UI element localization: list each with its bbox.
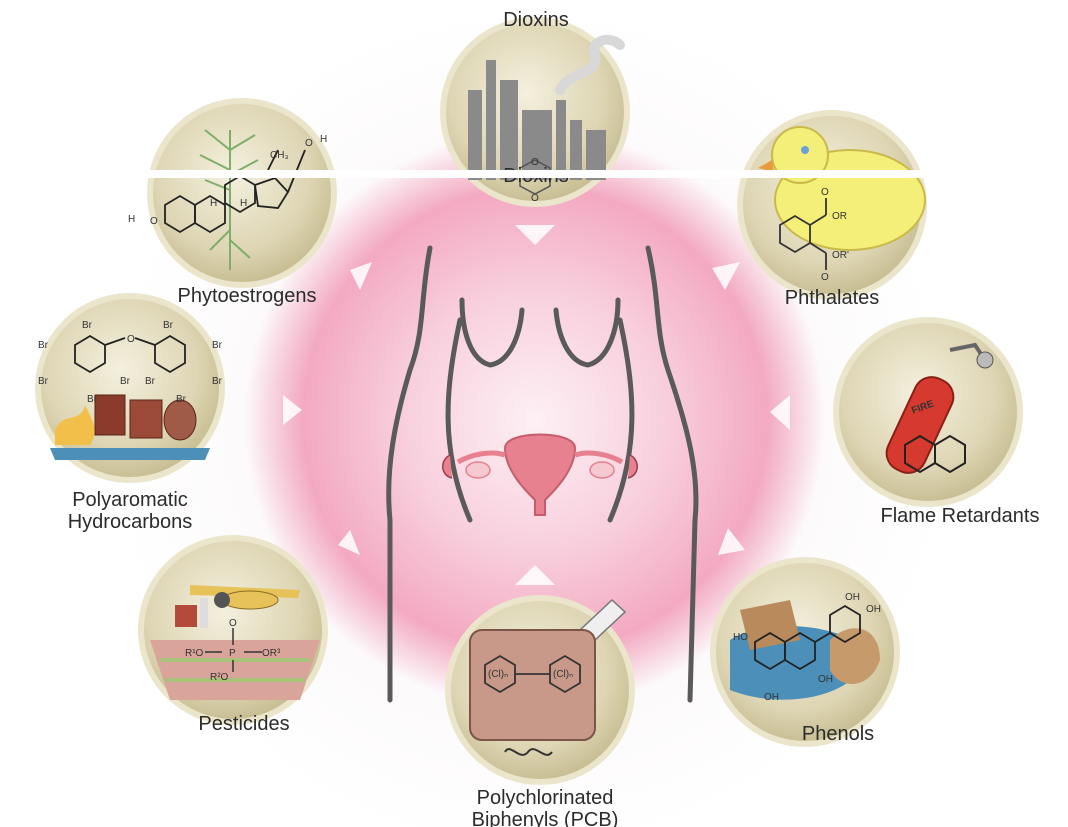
pah-br-6: Br [212, 376, 223, 387]
pcb-label-line2: Biphenyls (PCB) [472, 809, 619, 827]
phyto-h-mid2: H [210, 198, 217, 209]
phthalate-o-bottom: O [821, 272, 829, 283]
phyto-h-left: H [128, 214, 135, 225]
phenol-oh-1: OH [845, 592, 860, 603]
dioxins-label: Dioxins [503, 9, 569, 31]
pesticide-r2o: R²O [210, 672, 229, 683]
pcb-label-line1: Polychlorinated [477, 787, 614, 809]
pah-label-line1: Polyaromatic [72, 489, 188, 511]
white-band [135, 170, 970, 178]
phthalates-label: Phthalates [785, 287, 880, 309]
phenol-ho: HO [733, 632, 748, 643]
pesticides-label: Pesticides [198, 713, 289, 735]
phyto-h-right: H [320, 134, 327, 145]
pesticide-p: P [229, 648, 236, 659]
pah-label-line2: Hydrocarbons [68, 511, 193, 533]
phenols-label: Phenols [802, 723, 874, 745]
pesticide-r1o: R¹O [185, 648, 204, 659]
dioxin-o-bottom: O [531, 193, 539, 204]
phyto-ch3: CH₃ [270, 150, 289, 161]
pesticide-o: O [229, 618, 237, 629]
flame-retardants-label: Flame Retardants [881, 505, 1040, 527]
phthalate-or: OR [832, 211, 847, 222]
pah-br-2: Br [163, 320, 174, 331]
pah-br-10: Br [176, 394, 187, 405]
phyto-o-left: O [150, 216, 158, 227]
phthalate-o-top: O [821, 187, 829, 198]
pesticide-or3: OR³ [262, 648, 281, 659]
phytoestrogens-label: Phytoestrogens [178, 285, 317, 307]
pah-br-4: Br [212, 340, 223, 351]
phenol-oh-2: OH [866, 604, 881, 615]
pah-br-5: Br [38, 376, 49, 387]
phenol-oh-4: OH [764, 692, 779, 703]
pah-br-3: Br [38, 340, 49, 351]
phthalate-or-prime: OR' [832, 250, 849, 261]
phenol-oh-3: OH [818, 674, 833, 685]
phyto-h-mid1: H [240, 198, 247, 209]
pah-br-1: Br [82, 320, 93, 331]
pcb-cl-right: (Cl)ₙ [553, 669, 573, 680]
phenols-node: OH OH HO OH OH Phenols [713, 560, 897, 745]
pcb-cl-left: (Cl)ₙ [488, 669, 508, 680]
phyto-o-right: O [305, 138, 313, 149]
pah-br-7: Br [120, 376, 131, 387]
phytoestrogens-circle [150, 101, 334, 285]
pah-br-8: Br [145, 376, 156, 387]
pah-br-9: Br [87, 394, 98, 405]
pah-o: O [127, 334, 135, 345]
